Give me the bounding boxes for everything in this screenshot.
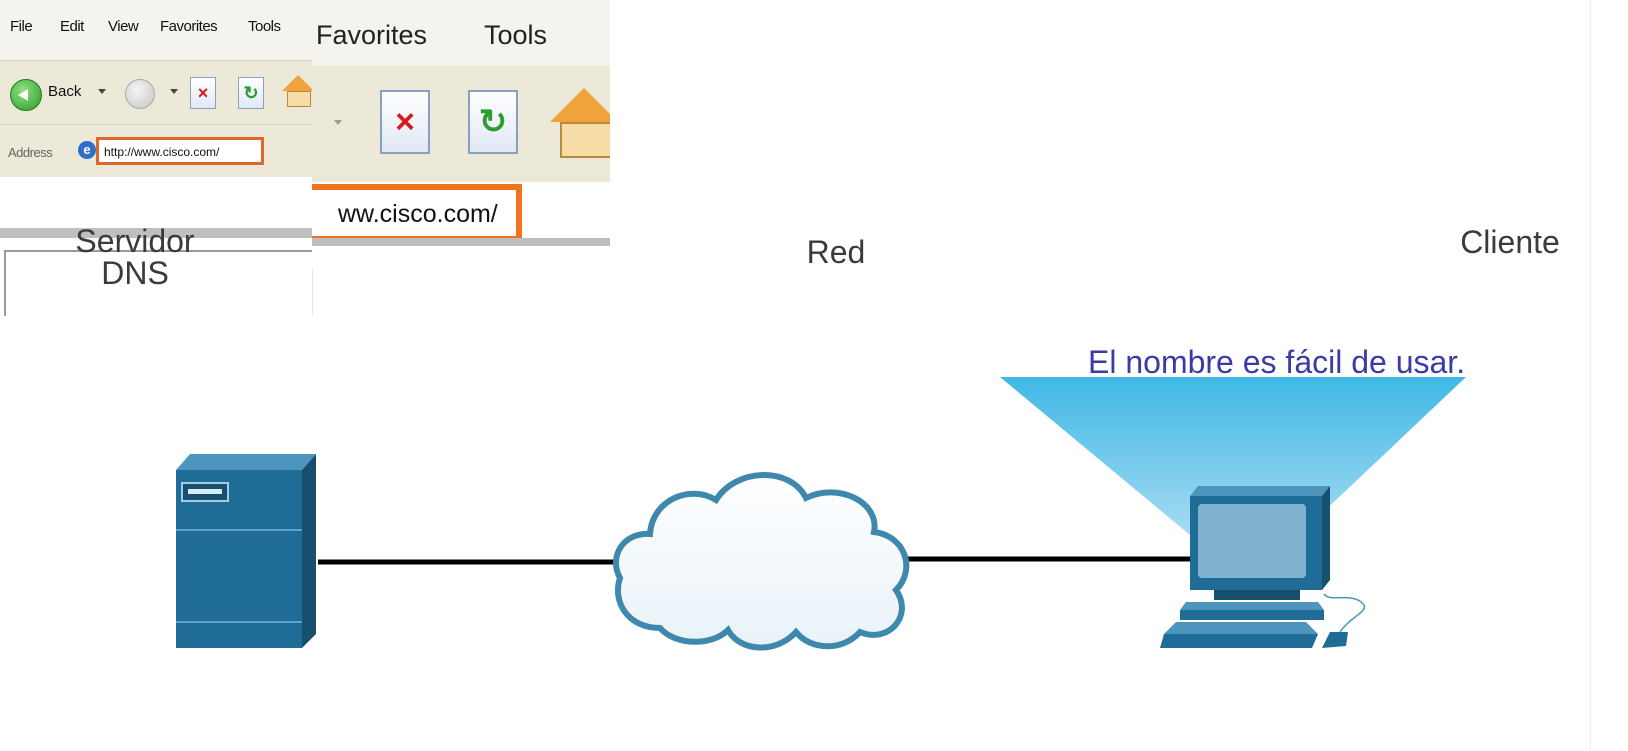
menu-bar: File Edit View Favorites Tools (0, 0, 312, 60)
address-label: Address (8, 145, 53, 160)
forward-arrow-icon[interactable] (125, 79, 155, 109)
refresh-icon[interactable]: ↻ (468, 90, 518, 154)
server-icon (176, 454, 316, 648)
refresh-icon[interactable]: ↻ (238, 77, 264, 109)
zoomed-url-input[interactable]: ww.cisco.com/ (312, 184, 522, 242)
browser-screenshot-small: File Edit View Favorites Tools Back × ↻ … (0, 0, 313, 316)
content-frame (4, 250, 312, 316)
menu-file[interactable]: File (10, 18, 33, 35)
zoomed-frame-divider (312, 238, 610, 246)
beam-highlight (1000, 377, 1466, 540)
url-text: http://www.cisco.com/ (104, 145, 220, 159)
stop-icon[interactable]: × (380, 90, 430, 154)
network-diagram (176, 377, 1466, 651)
menu-view[interactable]: View (108, 18, 139, 35)
page-content (0, 177, 312, 316)
frame-divider (0, 228, 312, 238)
home-icon[interactable] (550, 88, 610, 158)
back-label[interactable]: Back (48, 83, 82, 100)
zoomed-menu-bar: Favorites Tools (312, 0, 610, 66)
home-icon[interactable] (282, 75, 312, 107)
back-arrow-icon[interactable] (10, 79, 42, 111)
url-input[interactable]: http://www.cisco.com/ (96, 137, 264, 165)
zoomed-address-bar: ww.cisco.com/ (312, 182, 610, 268)
menu-favorites-zoomed[interactable]: Favorites (316, 20, 428, 50)
menu-tools-zoomed[interactable]: Tools (484, 20, 548, 50)
browser-screenshot-zoomed: Favorites Tools × ↻ ww.cisco.com/ (312, 0, 610, 268)
chevron-down-icon[interactable] (334, 120, 342, 125)
chevron-down-icon[interactable] (170, 89, 178, 94)
toolbar: Back × ↻ (0, 60, 312, 125)
address-bar: Address e http://www.cisco.com/ (0, 124, 312, 177)
computer-icon (1160, 486, 1366, 648)
client-label: Cliente (1460, 224, 1560, 260)
zoomed-url-text: ww.cisco.com/ (338, 200, 498, 228)
ie-page-icon: e (78, 141, 96, 159)
chevron-down-icon[interactable] (98, 89, 106, 94)
menu-tools[interactable]: Tools (248, 18, 281, 35)
dns-server-label: Servidor DNS (75, 223, 195, 291)
zoomed-toolbar: × ↻ (312, 66, 610, 182)
network-label: Red (806, 234, 866, 270)
right-divider (1590, 0, 1591, 751)
stop-icon[interactable]: × (190, 77, 216, 109)
cloud-icon (612, 472, 910, 651)
caption-text: El nombre es fácil de usar. (1088, 344, 1466, 380)
menu-edit[interactable]: Edit (60, 18, 84, 35)
menu-favorites[interactable]: Favorites (160, 18, 218, 35)
